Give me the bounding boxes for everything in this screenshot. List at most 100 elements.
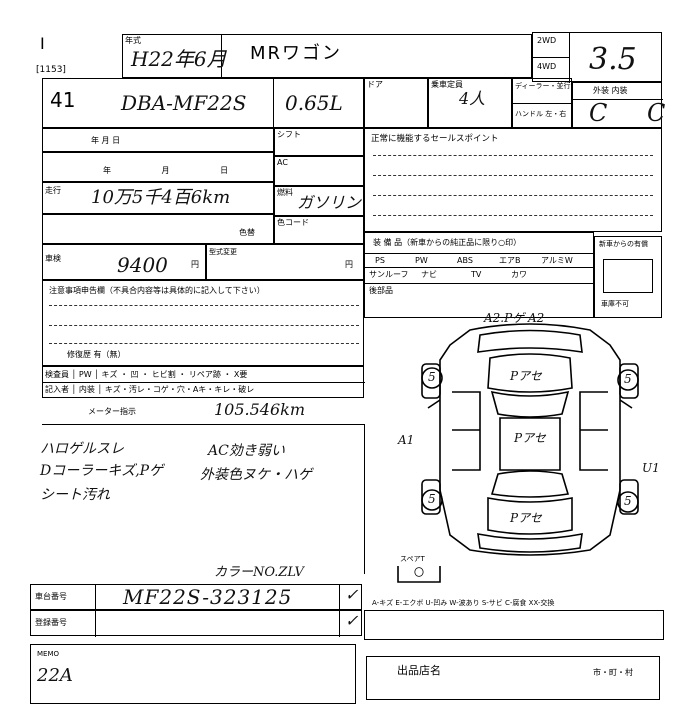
chassis-box: DBA-MF22S 0.65L: [42, 78, 364, 129]
equip-pw: PW: [415, 256, 428, 265]
mileage-row: 走行 10万5千4百6km: [42, 182, 274, 214]
model-name: MRワゴン: [250, 43, 343, 64]
spare-value: 〇: [414, 568, 424, 579]
passenger-label: 乗車定員: [431, 80, 463, 89]
color-label: 色替: [239, 228, 255, 237]
registration-box: 新車からの有償 車庫不可: [594, 236, 662, 318]
wheel-mark-rl: 5: [428, 492, 436, 506]
inspection-box: 検査員 │ PW │ キズ ・ 凹 ・ ヒビ割 ・ リペア跡 ・ X要 記入者 …: [42, 366, 365, 398]
color-code-label: 色コード: [277, 218, 309, 227]
year-box: 年式 H22年6月: [122, 34, 227, 78]
shaken-row: 車検 9400 円: [42, 244, 206, 280]
shaken-date-row: 年 月 日: [42, 128, 274, 152]
passenger-value: 4人: [459, 89, 486, 108]
memo-value: 22A: [37, 665, 73, 686]
drive-box: 2WD 4WD 3.5: [532, 32, 662, 83]
door-label: ドア: [367, 80, 383, 89]
notes-box: 注意事項申告欄（不具合内容等は具体的に記入して下さい） 修復歴 有（無）: [42, 280, 364, 366]
repair-label: 修復歴 有（無）: [67, 350, 126, 359]
drive-2wd: 2WD: [537, 36, 557, 45]
wheel-mark-rr: 5: [624, 494, 632, 508]
seller-suffix: 市・町・村: [593, 668, 633, 677]
reg-check: ✓: [345, 611, 359, 630]
panel-mark-hood: Pアセ: [510, 369, 542, 383]
equip-tv: TV: [471, 270, 482, 279]
notes-title: 注意事項申告欄（不具合内容等は具体的に記入して下さい）: [49, 286, 265, 295]
chassis-no-row: 車台番号 MF22S-323125 ✓: [30, 584, 362, 611]
mark-right: U1: [642, 461, 660, 475]
color-row: 色替: [42, 214, 274, 244]
mileage-label: 走行: [45, 186, 61, 195]
year-label: 年式: [125, 36, 141, 45]
reg-no-row: 登録番号 ✓: [30, 610, 362, 637]
memo-box: MEMO 22A: [30, 644, 356, 704]
fuel-value: ガソリン: [297, 193, 362, 212]
note-right-2: 外装色ヌケ・ハゲ: [200, 467, 312, 483]
spare-label: スペアT: [400, 555, 425, 563]
equip-ps: PS: [375, 256, 385, 265]
panel-mark-rear: Pアセ: [510, 511, 542, 525]
ac-box: AC: [274, 156, 364, 186]
equip-alloy: アルミW: [541, 256, 573, 265]
damage-legend: A-キズ E-エクボ U-凹み W-波あり S-サビ C-腐食 XX-交換: [372, 599, 555, 607]
shaken-label: 車検: [45, 254, 61, 263]
chassis-type: DBA-MF22S: [121, 91, 247, 115]
note-left-1: ハロゲルスレ: [40, 441, 124, 457]
note-left-2: Dコーラーキズ,Pゲ: [40, 463, 164, 479]
reg-no-label: 登録番号: [35, 618, 67, 627]
equipment-box: 装 備 品（新車からの純正品に限り○印） PS PW ABS エアB アルミW …: [364, 232, 595, 318]
note-right-1: AC効き弱い: [208, 443, 285, 459]
dealer-box: ディーラー・並行 ハンドル 左・右: [512, 78, 573, 128]
meter-value: 105.546km: [214, 400, 306, 419]
wheel-mark-fr: 5: [624, 372, 632, 386]
equip-navi: ナビ: [421, 270, 437, 279]
shift-label: シフト: [277, 130, 301, 139]
inspection-row1: 検査員 │ PW │ キズ ・ 凹 ・ ヒビ割 ・ リペア跡 ・ X要: [45, 370, 248, 379]
shift-box: シフト: [274, 128, 364, 156]
handle-label: ハンドル 左・右: [515, 110, 567, 118]
equip-leather: カワ: [511, 270, 527, 279]
lot-prefix: I: [40, 34, 45, 53]
equip-abs: ABS: [457, 256, 473, 265]
grade-values: C C: [589, 99, 682, 127]
dealer-label: ディーラー・並行: [515, 82, 571, 90]
color-code-box: 色コード: [274, 216, 364, 244]
mark-left: A1: [398, 433, 415, 447]
memo-label: MEMO: [37, 650, 60, 658]
year-value: H22年6月: [131, 47, 227, 71]
wheel-mark-fl: 5: [428, 370, 436, 384]
chassis-no-label: 車台番号: [35, 592, 67, 601]
shaken-value: 9400: [117, 253, 168, 277]
sales-points-title: 正常に機能するセールスポイント: [371, 134, 499, 144]
legend-box: [364, 610, 664, 640]
sales-points-box: 正常に機能するセールスポイント: [364, 128, 662, 232]
fuel-box: 燃料 ガソリン: [274, 186, 364, 216]
passenger-box: 乗車定員 4人: [428, 78, 512, 128]
displacement: 0.65L: [285, 91, 343, 115]
registration-label: 新車からの有償: [599, 240, 648, 248]
shaken-date-label: 年 月 日: [91, 136, 121, 145]
equipment-title: 装 備 品（新車からの純正品に限り○印）: [373, 238, 522, 247]
date-row: 年 月 日: [42, 152, 274, 182]
lot-number: 41: [50, 88, 76, 112]
equip-airbag: エアB: [499, 256, 521, 265]
drive-4wd: 4WD: [537, 62, 557, 71]
registration-status: 車庫不可: [601, 300, 629, 308]
seller-box: 出品店名 市・町・村: [366, 656, 660, 700]
shaken-unit: 円: [191, 260, 199, 269]
seller-label: 出品店名: [397, 664, 441, 677]
grade-box: 外装 内装 C C: [572, 82, 665, 128]
chassis-no-value: MF22S-323125: [123, 585, 293, 609]
panel-mark-roof: Pアセ: [514, 431, 546, 445]
inspection-row2: 記入者 │ 内装 │ キズ・汚レ・コゲ・穴・Aキ・キレ・破レ: [45, 385, 255, 394]
rear-label: 後部品: [369, 286, 393, 295]
color-no: カラーNO.ZLV: [214, 565, 304, 580]
door-box: ドア: [364, 78, 428, 128]
meter-label: メーター指示: [88, 407, 136, 416]
type-change-label: 型式変更: [209, 248, 237, 256]
chassis-check: ✓: [345, 585, 359, 604]
equip-sunroof: サンルーフ: [369, 270, 409, 279]
note-left-3: シート汚れ: [40, 487, 110, 503]
mileage-value: 10万5千4百6km: [91, 187, 231, 208]
